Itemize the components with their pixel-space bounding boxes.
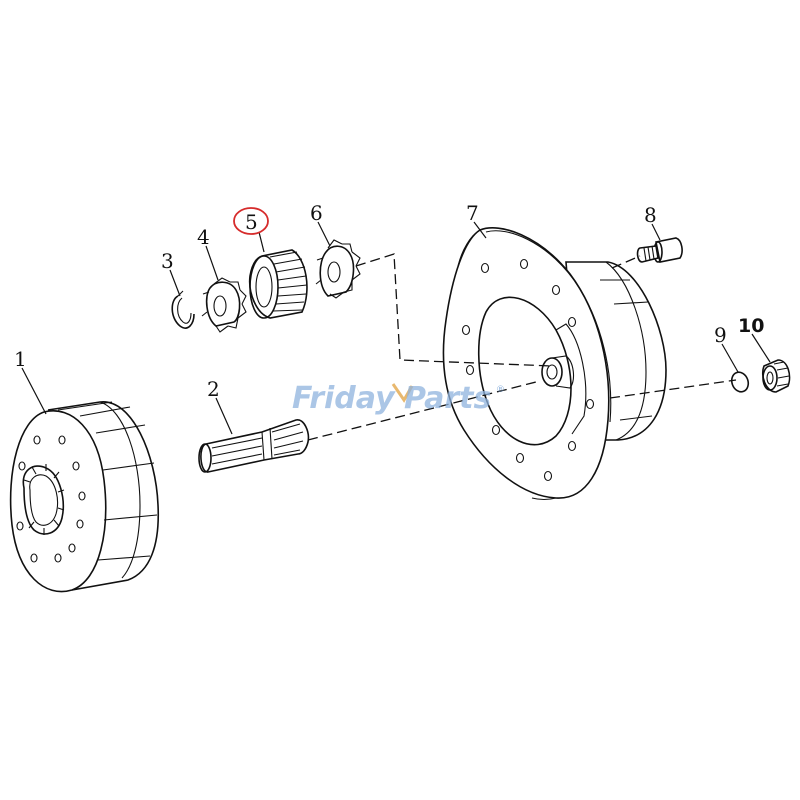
shaft-splines (211, 423, 304, 465)
part-9-o-ring[interactable] (729, 370, 751, 394)
watermark-right: Parts (404, 381, 491, 416)
gear4-teeth (201, 277, 247, 333)
carrier-holes (16, 435, 86, 563)
callout-5[interactable]: 5 (245, 210, 258, 234)
callout-6[interactable]: 6 (310, 201, 323, 225)
part-6-gear[interactable] (315, 239, 361, 299)
watermark-left: Friday (292, 381, 396, 416)
watermark-check-icon (391, 383, 414, 403)
part-1-carrier[interactable] (9, 401, 160, 593)
part-2-shaft[interactable] (198, 419, 310, 473)
part-10-plug[interactable] (761, 359, 791, 393)
assembly-dash-lines (307, 253, 737, 441)
part-3-snap-ring[interactable] (171, 290, 195, 329)
carrier-spline-teeth (23, 464, 65, 535)
callout-9[interactable]: 9 (714, 323, 727, 347)
bearing-rollers (269, 251, 308, 312)
part-4-gear[interactable] (201, 277, 247, 333)
callout-labels: 1 2 3 4 5 6 7 8 9 10 (14, 201, 764, 401)
part-5-bearing[interactable] (248, 249, 308, 319)
callout-8[interactable]: 8 (644, 203, 657, 227)
hub-flange-holes (461, 258, 595, 482)
watermark-logo: Friday Parts ® (292, 381, 505, 416)
callout-7[interactable]: 7 (466, 201, 479, 225)
watermark-registered: ® (496, 385, 505, 395)
callout-3[interactable]: 3 (161, 249, 174, 273)
callout-4[interactable]: 4 (197, 225, 210, 249)
callout-10[interactable]: 10 (738, 315, 764, 337)
part-7-hub[interactable] (442, 227, 667, 501)
callout-1[interactable]: 1 (14, 347, 27, 371)
callout-2[interactable]: 2 (207, 377, 220, 401)
part-8-bolt[interactable] (636, 237, 683, 263)
leader-lines (21, 221, 771, 435)
callout-5-highlight-ring (233, 207, 269, 235)
